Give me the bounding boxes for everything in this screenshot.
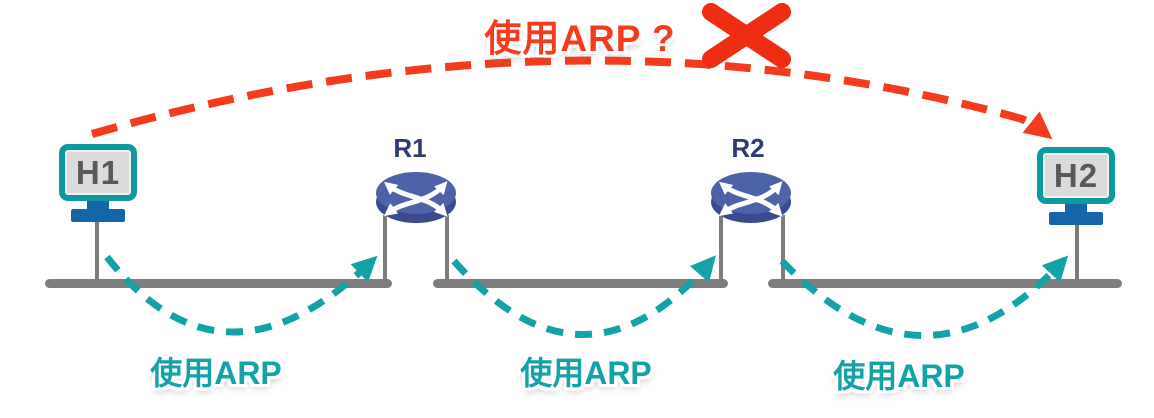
network-segment-right [768,279,1122,288]
host-h1: H1 [56,144,140,222]
h1-drop-line [95,221,99,283]
r1-left-drop-line [383,215,387,283]
h2-label: H2 [1053,156,1099,194]
segment1-arp-arrow [104,254,378,336]
segment2-arp-label: 使用ARP [520,355,652,391]
router-r1-icon [376,172,456,223]
h2-drop-line [1075,221,1079,283]
h1-monitor-icon: H1 [59,144,137,201]
segment3-arp-label: 使用ARP [833,358,965,394]
r1-right-drop-line [445,215,449,283]
r2-left-drop-line [719,215,723,283]
cross-icon [702,3,791,68]
end-to-end-arp-label: 使用ARP ? [484,18,676,59]
r1-label: R1 [393,133,427,163]
network-segment-middle [433,279,728,288]
segment1-arp-label: 使用ARP [150,355,282,391]
end-to-end-arp-arrow [90,56,1053,140]
host-h2: H2 [1034,147,1118,225]
r2-right-drop-line [781,215,785,283]
h2-stand-base [1049,212,1103,225]
r2-label: R2 [731,133,765,163]
segment2-arp-arrow [451,255,716,338]
h1-stand-neck [87,201,109,209]
h1-stand-base [71,209,125,222]
h2-stand-neck [1065,204,1087,212]
h2-monitor-icon: H2 [1037,147,1115,204]
router-r2-icon [711,172,791,223]
segment3-arp-arrow [779,255,1069,339]
h1-label: H1 [75,153,121,191]
